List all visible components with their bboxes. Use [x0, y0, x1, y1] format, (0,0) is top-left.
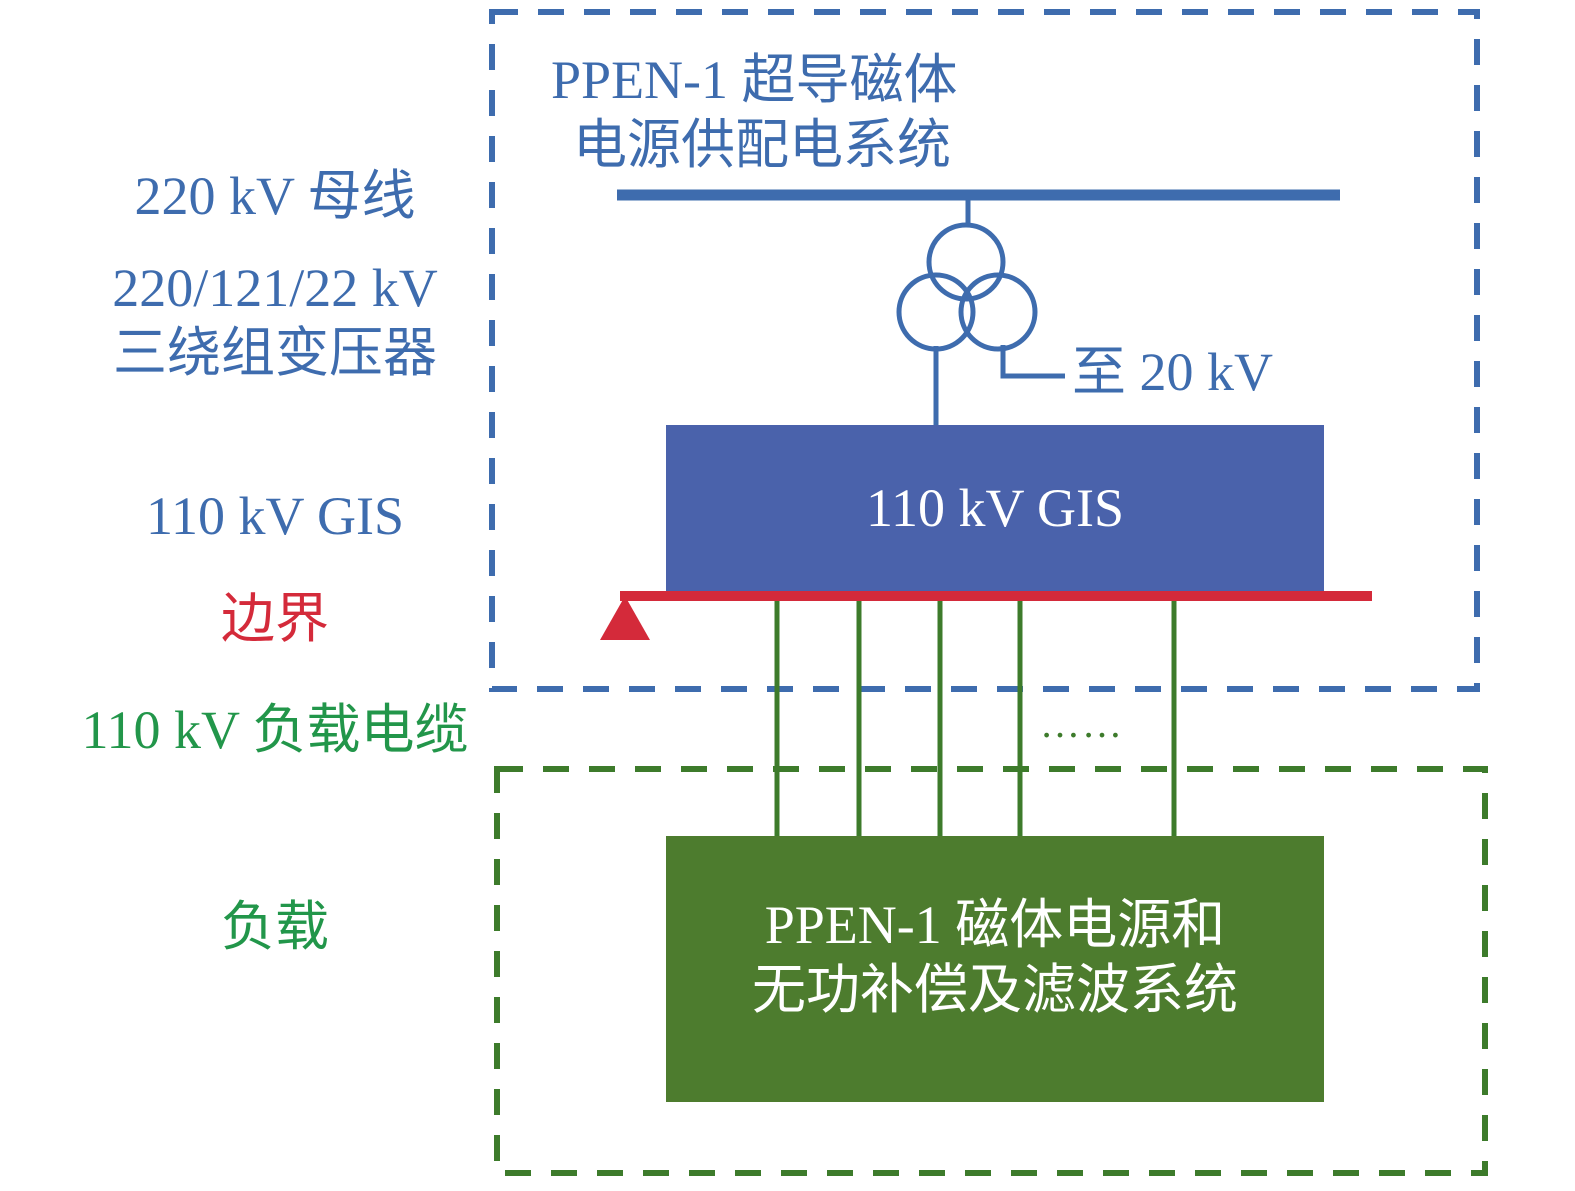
load-block-label-line1: PPEN-1 磁体电源和 [764, 895, 1226, 955]
load-cables [774, 596, 1177, 836]
supply-system-title-line2: 电源供配电系统 [573, 114, 951, 175]
boundary-marker-icon [600, 596, 650, 640]
supply-system-title: PPEN-1 超导磁体 电源供配电系统 [551, 48, 958, 178]
legend-gis: 110 kV GIS [145, 486, 405, 546]
load-block [666, 836, 1324, 1102]
gis-block-label: 110 kV GIS [865, 478, 1125, 538]
legend-load: 负载 [221, 897, 329, 957]
three-winding-transformer-icon [896, 222, 1038, 352]
load-boundary [494, 766, 1488, 1176]
gis-block [666, 425, 1324, 591]
legend-boundary: 边界 [221, 589, 329, 649]
legend-bus-220kv: 220 kV 母线 [134, 166, 416, 226]
legend-cable: 110 kV 负载电缆 [81, 700, 469, 760]
transformer-to-20kv-line [1000, 345, 1065, 379]
supply-system-title-line1: PPEN-1 超导磁体 [551, 50, 958, 110]
legend-transformer-line2: 三绕组变压器 [113, 322, 437, 383]
load-block-label-line2: 无功补偿及滤波系统 [752, 959, 1238, 1020]
legend-transformer-line1: 220/121/22 kV [112, 258, 438, 318]
legend-transformer: 220/121/22 kV 三绕组变压器 [55, 256, 495, 386]
cable-ellipsis: …… [1040, 701, 1124, 746]
to-20kv-label: 至 20 kV [1072, 342, 1273, 402]
load-block-label: PPEN-1 磁体电源和 无功补偿及滤波系统 [666, 893, 1324, 1023]
